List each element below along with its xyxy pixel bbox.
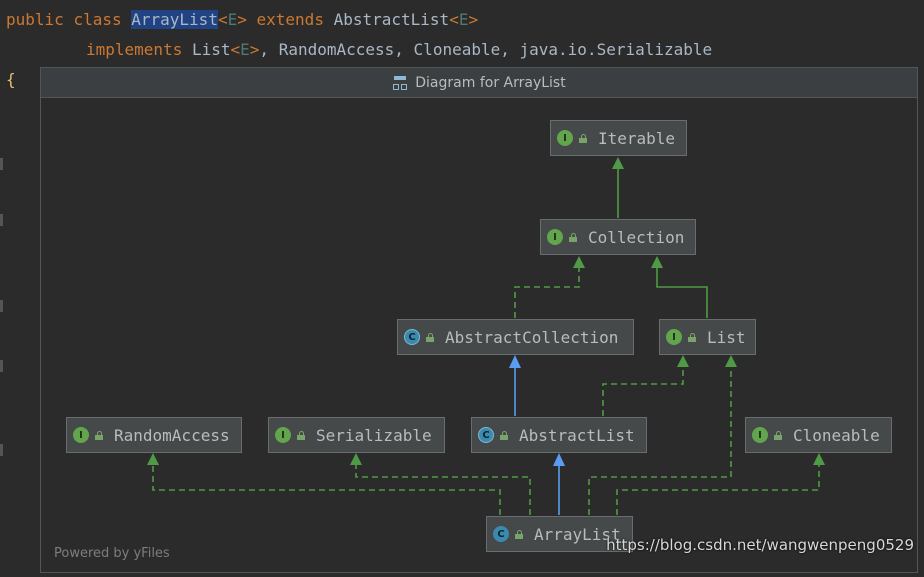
node-iterable[interactable]: I Iterable bbox=[550, 120, 687, 156]
edge-arrow-abstractcollection bbox=[509, 355, 521, 368]
edge-arraylist-cloneable bbox=[616, 459, 820, 515]
node-cloneable[interactable]: I Cloneable bbox=[745, 417, 892, 453]
open-brace: { bbox=[6, 70, 16, 89]
lock-icon bbox=[94, 430, 104, 440]
diagram-title-bar[interactable]: Diagram for ArrayList bbox=[41, 68, 917, 98]
node-label: AbstractList bbox=[519, 425, 635, 445]
diagram-title: Diagram for ArrayList bbox=[415, 74, 566, 91]
node-list[interactable]: I List bbox=[659, 319, 756, 355]
edge-arrow-list-2 bbox=[725, 355, 737, 367]
edge-arrow-serializable bbox=[350, 453, 362, 465]
abstract-class-icon: C bbox=[404, 329, 420, 345]
type-param-3: E bbox=[240, 40, 250, 59]
edge-arrow-randomaccess bbox=[147, 453, 159, 465]
node-label: Cloneable bbox=[793, 425, 880, 445]
node-randomaccess[interactable]: I RandomAccess bbox=[66, 417, 242, 453]
keyword-public: public bbox=[6, 10, 64, 29]
lock-icon bbox=[687, 332, 697, 342]
node-label: Collection bbox=[588, 227, 685, 247]
node-label: AbstractCollection bbox=[445, 327, 619, 347]
edge-arraylist-randomaccess bbox=[152, 459, 501, 515]
edge-arrow-abstractlist bbox=[553, 453, 565, 466]
type-param-2: E bbox=[458, 10, 469, 29]
gutter-fold-marker[interactable] bbox=[0, 300, 3, 312]
type-bracket-close: > bbox=[237, 10, 247, 29]
keyword-implements: implements bbox=[86, 40, 183, 59]
node-label: RandomAccess bbox=[114, 425, 230, 445]
type-param: E bbox=[227, 10, 238, 29]
lock-icon bbox=[514, 529, 524, 539]
node-abstractcollection[interactable]: C AbstractCollection bbox=[397, 319, 634, 355]
edge-arrow-iterable bbox=[612, 157, 624, 169]
lock-icon bbox=[578, 133, 588, 143]
class-icon: C bbox=[493, 526, 509, 542]
edge-arrow-collection-2 bbox=[651, 256, 663, 268]
interface-list: List bbox=[191, 40, 231, 59]
lock-icon bbox=[425, 332, 435, 342]
gutter-fold-marker[interactable] bbox=[0, 360, 3, 372]
node-arraylist[interactable]: C ArrayList bbox=[486, 516, 633, 552]
node-label: List bbox=[707, 327, 746, 347]
edge-list-collection bbox=[656, 262, 708, 318]
interface-icon: I bbox=[752, 427, 768, 443]
node-label: Iterable bbox=[598, 128, 676, 148]
lock-icon bbox=[568, 232, 578, 242]
keyword-class: class bbox=[73, 10, 122, 29]
keyword-extends: extends bbox=[256, 10, 324, 29]
edge-arrow-cloneable bbox=[813, 453, 825, 465]
class-name-highlight[interactable]: ArrayList bbox=[131, 10, 218, 29]
superclass-name: AbstractList bbox=[333, 10, 450, 29]
lock-icon bbox=[296, 430, 306, 440]
watermark-text: https://blog.csdn.net/wangwenpeng0529 bbox=[606, 536, 914, 554]
edge-arrow-collection-1 bbox=[573, 256, 585, 268]
node-abstractlist[interactable]: C AbstractList bbox=[471, 417, 647, 453]
node-collection[interactable]: I Collection bbox=[540, 219, 696, 255]
gutter-fold-marker[interactable] bbox=[0, 444, 3, 456]
interface-list-rest: , RandomAccess, Cloneable, java.io.Seria… bbox=[259, 40, 713, 59]
interface-icon: I bbox=[547, 229, 563, 245]
type-bracket-open: < bbox=[217, 10, 228, 29]
interface-icon: I bbox=[666, 329, 682, 345]
abstract-class-icon: C bbox=[478, 427, 494, 443]
node-label: ArrayList bbox=[534, 524, 621, 544]
node-serializable[interactable]: I Serializable bbox=[268, 417, 445, 453]
lock-icon bbox=[499, 430, 509, 440]
edge-abstractcollection-collection bbox=[514, 262, 580, 318]
edge-arraylist-serializable bbox=[355, 459, 531, 515]
interface-icon: I bbox=[275, 427, 291, 443]
edge-arrow-list-1 bbox=[677, 355, 689, 367]
code-line-class-declaration: public class ArrayList<E> extends Abstra… bbox=[6, 10, 479, 29]
gutter-fold-marker[interactable] bbox=[0, 158, 3, 170]
node-label: Serializable bbox=[316, 425, 432, 445]
gutter-fold-marker[interactable] bbox=[0, 214, 3, 226]
diagram-icon bbox=[392, 75, 408, 91]
interface-icon: I bbox=[557, 130, 573, 146]
edge-abstractlist-list bbox=[602, 361, 684, 416]
powered-by-label: Powered by yFiles bbox=[54, 546, 170, 561]
interface-icon: I bbox=[73, 427, 89, 443]
code-line-implements: implements List<E>, RandomAccess, Clonea… bbox=[86, 40, 713, 59]
lock-icon bbox=[773, 430, 783, 440]
